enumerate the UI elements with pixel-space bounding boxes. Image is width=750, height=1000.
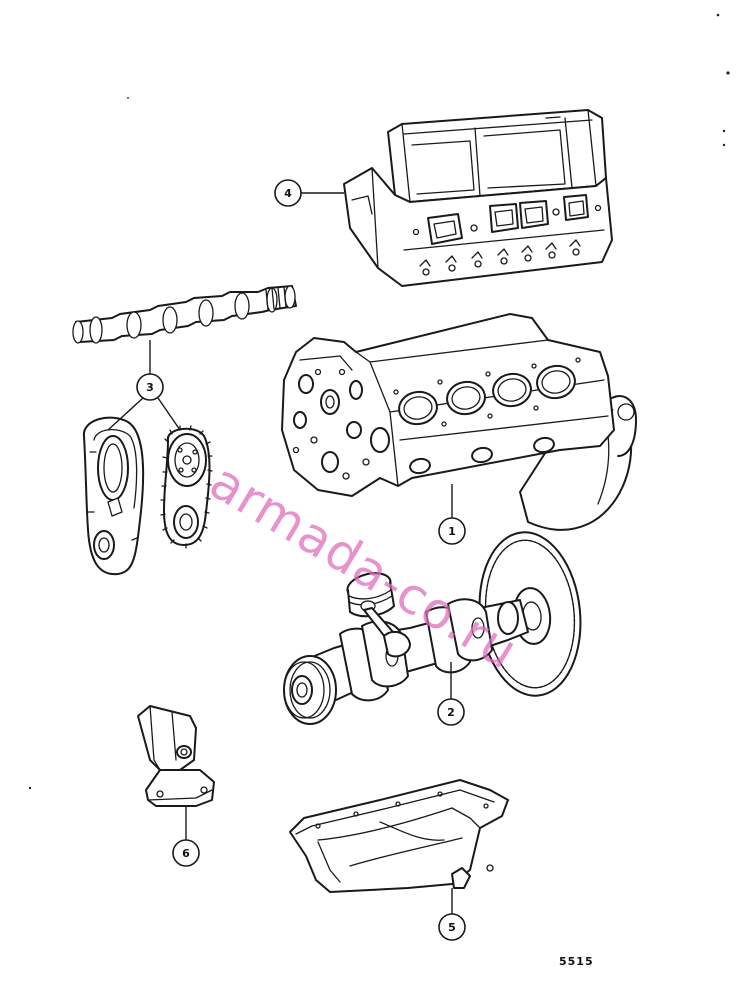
camshaft (72, 285, 297, 344)
callout-6-label: 6 (182, 847, 190, 860)
oil-pan (289, 779, 509, 893)
timing-gears (160, 425, 213, 549)
piston-and-rod (346, 572, 411, 658)
cylinder-head (343, 109, 613, 287)
callout-3-branch-leaders (107, 397, 181, 431)
callout-2-label: 2 (447, 706, 455, 719)
callout-6-circle (172, 839, 200, 867)
callout-5-circle (438, 913, 466, 941)
timing-cover (82, 416, 145, 576)
callout-3-label: 3 (146, 381, 154, 394)
callout-4-circle (274, 179, 302, 207)
callout-3-circle (136, 373, 164, 401)
callout-4-label: 4 (284, 187, 292, 200)
callout-1-circle (438, 517, 466, 545)
engine-mount (137, 705, 215, 807)
engine-block (281, 313, 637, 531)
callout-1-label: 1 (448, 525, 456, 538)
callout-5-label: 5 (448, 921, 456, 934)
callout-2-circle (437, 698, 465, 726)
figure-reference-number: 5515 (559, 955, 594, 968)
scan-specks (28, 13, 730, 790)
